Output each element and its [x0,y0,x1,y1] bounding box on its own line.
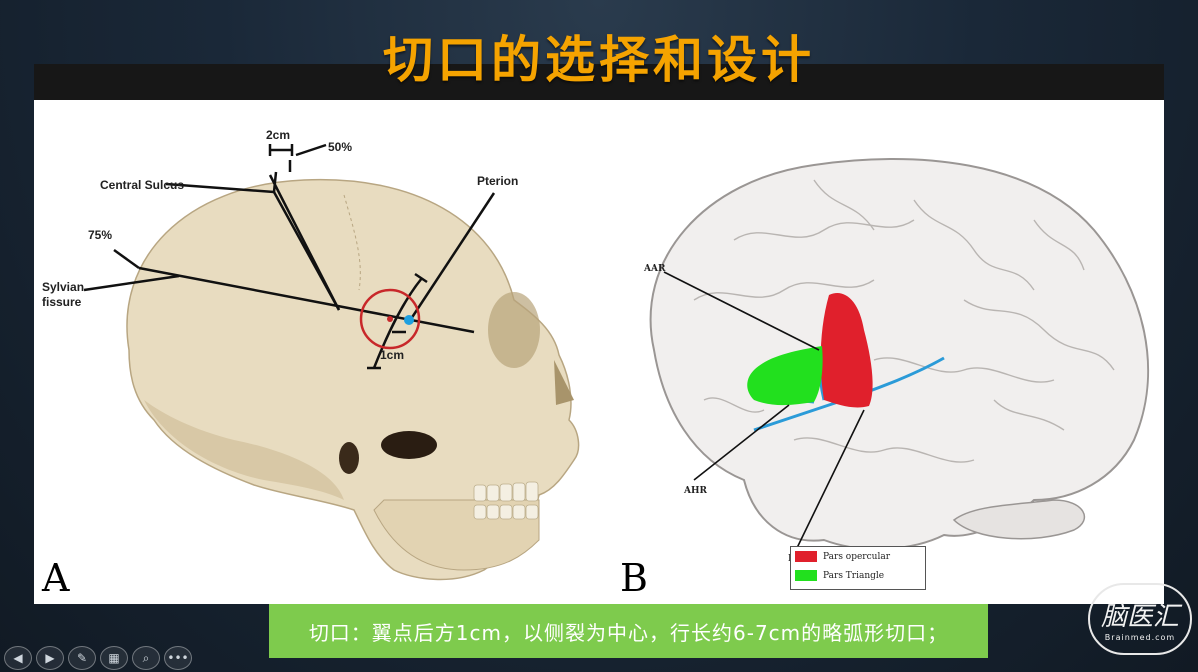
skull-figure: 2cm 50% Central Sulcus 75% Sylvian fissu… [34,100,614,604]
brain-illustration [649,158,1150,551]
caption-text: 切口：翼点后方1cm，以侧裂为中心，行长约6-7cm的略弧形切口； [308,620,949,645]
previous-icon[interactable]: ◀ [4,646,32,670]
legend-label: Pars opercular [823,551,890,562]
brainmed-logo: 脑医汇 Brainmed.com [1088,583,1192,655]
slide-title: 切口的选择和设计 [383,31,815,89]
logo-subtext: Brainmed.com [1104,633,1176,642]
label-central-sulcus: Central Sulcus [100,178,185,192]
panel-a-letter: A [42,556,70,600]
pen-icon[interactable]: ✎ [68,646,96,670]
panel-b-letter: B [620,556,648,600]
caption-box: 切口：翼点后方1cm，以侧裂为中心，行长约6-7cm的略弧形切口； [269,604,988,658]
more-icon[interactable]: ••• [164,646,192,670]
title-band [34,64,1164,100]
label-1cm: 1cm [380,348,405,362]
label-50-percent: 50% [328,140,353,154]
label-75-percent: 75% [88,228,113,242]
brain-legend: Pars opercular Pars Triangle [790,546,926,590]
label-pterion: Pterion [477,174,519,188]
legend-label: Pars Triangle [823,570,885,581]
label-ahr: AHR [684,486,707,496]
legend-swatch-green [795,570,817,581]
label-2cm: 2cm [266,128,291,142]
logo-text: 脑医汇 [1100,602,1179,632]
presentation-toolbar: ◀ ▶ ✎ ▦ ⌕ ••• [4,646,192,672]
figure-panel: 2cm 50% Central Sulcus 75% Sylvian fissu… [34,100,1164,604]
legend-item-pars-triangle: Pars Triangle [791,566,925,585]
label-aar: AAR [644,264,666,274]
next-icon[interactable]: ▶ [36,646,64,670]
zoom-icon[interactable]: ⌕ [132,646,160,670]
legend-swatch-red [795,551,817,562]
label-sylvian: Sylvian [42,280,85,294]
label-fissure: fissure [42,295,82,309]
legend-item-pars-opercular: Pars opercular [791,547,925,566]
brain-figure: AAR AHR PR B [614,100,1164,604]
slides-icon[interactable]: ▦ [100,646,128,670]
skull-illustration [83,143,580,581]
